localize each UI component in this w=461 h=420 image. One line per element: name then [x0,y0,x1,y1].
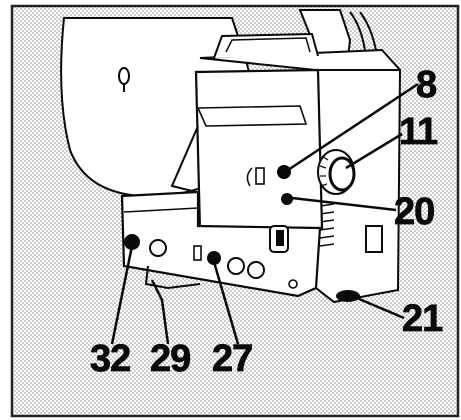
leader-27 [212,261,240,345]
leader-32 [110,245,134,345]
leader-20 [291,196,397,212]
callout-11: 11 [399,111,439,153]
callout-32: 32 [90,338,132,380]
leader-21 [351,294,405,320]
callout-21: 21 [402,298,444,340]
leader-29 [150,279,170,345]
leader-11 [345,132,403,170]
callout-20: 20 [394,191,436,233]
leader-lines [110,82,419,345]
callout-27: 27 [212,338,254,380]
leader-8 [287,82,419,172]
projector-icon [120,32,402,304]
callout-8: 8 [416,64,438,106]
callout-29: 29 [150,338,192,380]
